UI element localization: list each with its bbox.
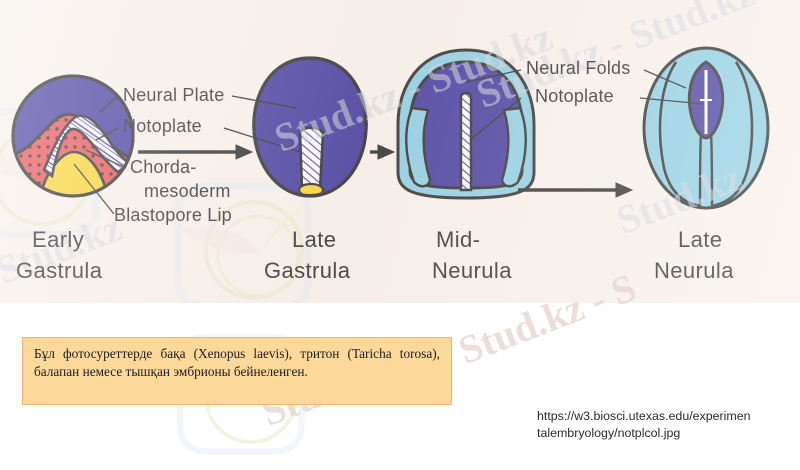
embryo-stages-artwork	[11, 46, 770, 215]
stage-arrow-3	[518, 182, 634, 198]
source-url-line1: https://w3.biosci.utexas.edu/experimen	[537, 409, 751, 423]
late-neurula-embryo	[642, 46, 770, 210]
caption-box: Бұл фотосуреттерде бақа (Xenopus laevis)…	[22, 337, 452, 405]
source-url: https://w3.biosci.utexas.edu/experimen t…	[537, 408, 800, 442]
leader-lines-right	[465, 69, 705, 141]
caption-text: Бұл фотосуреттерде бақа (Xenopus laevis)…	[34, 346, 440, 379]
early-gastrula-embryo	[11, 74, 135, 198]
mid-neurula-embryo	[396, 48, 536, 200]
source-url-line2: talembryology/notplcol.jpg	[537, 426, 681, 440]
stage-arrow-1	[138, 144, 254, 160]
embryo-development-diagram: Stud.kz - Stud.kz Stud.kz - Stud.kz Stud…	[0, 0, 800, 303]
leader-lines-left	[73, 95, 301, 215]
stage-arrow-2	[370, 144, 396, 160]
late-gastrula-embryo	[252, 56, 368, 198]
